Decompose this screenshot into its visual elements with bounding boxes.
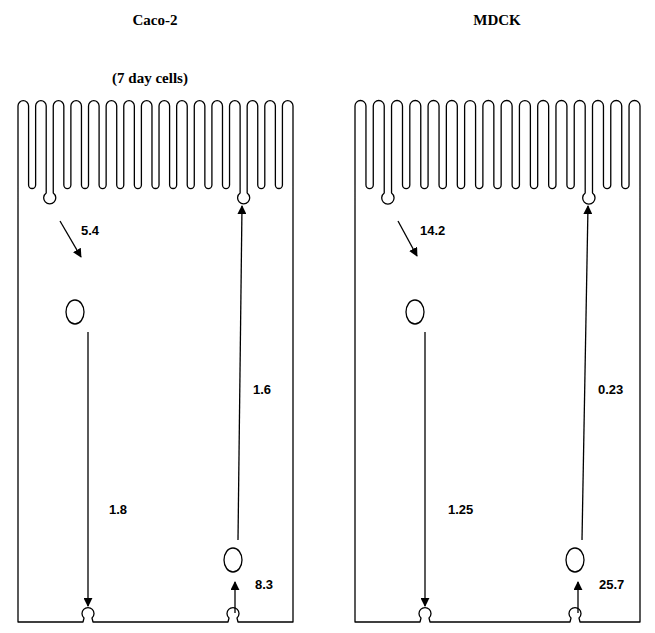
cell-line-note: (7 day cells) (112, 70, 188, 87)
endosome-vesicle (66, 300, 84, 324)
cell-membrane-outline (18, 101, 293, 622)
transport-arrow (424, 332, 425, 606)
cell-outline: Caco-2(7 day cells) (18, 100, 293, 622)
endosome-vesicle (406, 300, 424, 324)
transport-arrow (398, 221, 417, 256)
transport-arrow (87, 332, 88, 606)
transport-arrow (582, 206, 588, 540)
rate-value: 14.2 (419, 224, 446, 238)
transport-arrow (60, 221, 81, 257)
cell-line-title: Caco-2 (133, 12, 178, 29)
rate-value: 8.3 (254, 578, 274, 592)
rate-value: 1.25 (447, 503, 474, 517)
cell-line-title: MDCK (473, 12, 521, 29)
cell-outline: MDCK (355, 100, 640, 622)
rate-value: 1.8 (108, 503, 128, 517)
rate-value: 5.4 (80, 224, 100, 238)
endosome-vesicle (566, 548, 584, 572)
rate-value: 0.23 (597, 383, 624, 397)
endosome-vesicle (224, 548, 242, 572)
cell-membrane (355, 100, 640, 622)
transport-arrow (238, 206, 242, 540)
cell-membrane (18, 100, 293, 622)
rate-value: 25.7 (598, 578, 625, 592)
cell-membrane-outline (355, 101, 640, 622)
rate-value: 1.6 (252, 383, 272, 397)
